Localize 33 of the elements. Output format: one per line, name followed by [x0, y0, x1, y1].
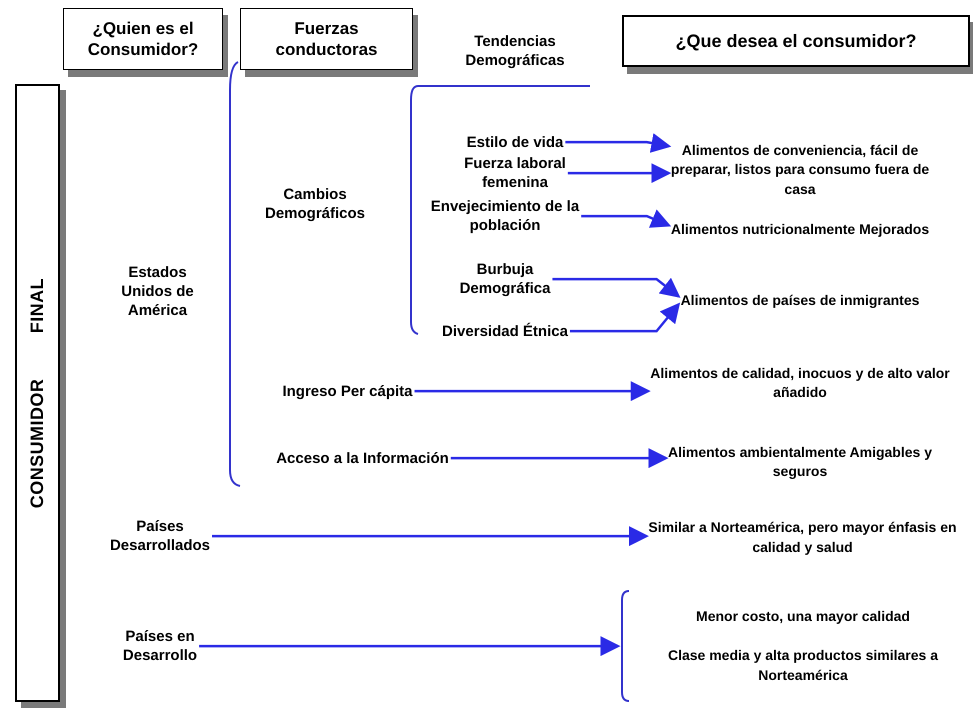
arrow [450, 448, 668, 468]
result-text: Alimentos nutricionalmente Mejorados [670, 220, 930, 240]
node-label: Diversidad Étnica [442, 322, 568, 342]
node-label: Estilo de vida [466, 134, 564, 152]
result-text: Alimentos de conveniencia, fácil de preparar, listos para consumo fuera de casa [670, 141, 930, 199]
node-label: Fuerza laboral femenina [463, 155, 567, 193]
column-heading: Tendencias Demográficas [465, 33, 565, 69]
node-label: Ingreso Per cápita [282, 382, 413, 402]
node-label: Países en Desarrollo [122, 628, 198, 666]
result-text: Alimentos de calidad, inocuos y de alto valor añadido [649, 364, 951, 402]
node-label: Estados Unidos de América [120, 264, 195, 321]
node-label: Burbuja Demográfica [458, 261, 552, 299]
header-text: Fuerzas conductoras [274, 18, 379, 60]
header-text: ¿Quien es el Consumidor? [86, 18, 200, 60]
node-label: Cambios Demográficos [264, 186, 366, 224]
result-text: Similar a Norteamérica, pero mayor énfasis en calidad y salud [647, 518, 958, 557]
node-label: Países Desarrollados [108, 518, 212, 556]
result-text: Alimentos de países de inmigrantes [680, 291, 920, 310]
node-label: Envejecimiento de la población [430, 198, 580, 236]
result-text: Menor costo, una mayor calidad [695, 607, 911, 626]
arrow [199, 636, 620, 656]
arrow [568, 163, 672, 184]
result-text: Alimentos ambientalmente Amigables y seguros [667, 442, 933, 481]
header-text: ¿Que desea el consumidor? [675, 30, 917, 52]
arrow [414, 381, 651, 402]
arrow [570, 302, 680, 332]
result-text: Clase media y alta productos similares a Norteamérica [666, 646, 940, 685]
node-label: Acceso a la Información [276, 450, 449, 468]
arrow [212, 526, 649, 546]
side-title: CONSUMIDOR FINAL [26, 278, 48, 508]
arrow [565, 133, 672, 153]
arrow [581, 209, 672, 228]
arrow [552, 278, 681, 298]
